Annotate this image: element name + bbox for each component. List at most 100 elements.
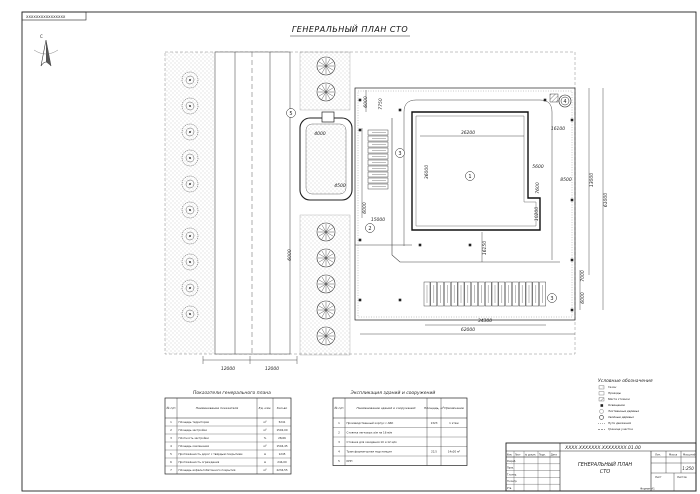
svg-text:1: 1	[468, 174, 471, 180]
table-cell: Плотность застройки	[179, 436, 210, 440]
dim-7750: 7750	[378, 98, 384, 110]
table-cell: КПП	[347, 459, 353, 463]
table-cell: Площадь территории	[179, 420, 210, 424]
deciduous-trees	[181, 71, 199, 323]
table-header: Наименование показателя	[196, 406, 239, 410]
deciduous-tree-icon	[181, 97, 199, 115]
stamp-format: Формат А1	[640, 487, 655, 491]
indicators-title: Показатели генерального плана	[193, 390, 271, 396]
dim-8500: 8500	[560, 177, 572, 183]
deciduous-tree-icon	[181, 123, 199, 141]
table-cell: 1245	[279, 452, 286, 456]
parking-space	[367, 141, 389, 148]
svg-text:4: 4	[563, 99, 566, 105]
table-cell: Протяжённость дорог с твёрдым покрытием	[179, 452, 243, 456]
legend-item: Освещение	[608, 403, 625, 407]
parking-space	[532, 281, 539, 307]
lamp-icon	[358, 238, 362, 242]
parking-space	[367, 171, 389, 178]
table-header: Площадь, м²	[424, 406, 445, 410]
table-cell: Трансформаторная подстанция	[346, 449, 393, 453]
main-building	[411, 111, 541, 231]
parking-space	[367, 165, 389, 172]
coniferous-tree-icon	[316, 248, 336, 268]
indicators-table: Показатели генерального плана № п/п Наиме…	[164, 390, 292, 475]
dim-6000-top: 6000	[363, 96, 369, 108]
coniferous-tree-icon	[316, 274, 336, 294]
marker-4: 4	[560, 96, 570, 106]
table-cell: 6	[170, 460, 172, 464]
coniferous-tree-icon	[316, 82, 336, 102]
dim-10200: 10200	[534, 207, 540, 221]
table-cell: 5	[170, 452, 172, 456]
stamp-title-1: ГЕНЕРАЛЬНЫЙ ПЛАН	[578, 461, 633, 468]
table-cell: Площадь застройки	[179, 428, 208, 432]
dim-36000: 36000	[424, 165, 430, 179]
corner-stamp: XXXXXXXXXXXXXXXX	[26, 15, 66, 19]
parking-space	[444, 281, 451, 307]
corner-stamp-box	[21, 11, 87, 21]
legend-item: Места стоянки	[608, 397, 630, 401]
table-cell: м²	[263, 420, 266, 424]
dim-16150: 16150	[482, 241, 488, 255]
table-header: Кол-во	[277, 406, 288, 410]
stamp-head-cell: № докум.	[525, 454, 537, 457]
deciduous-tree-icon	[181, 279, 199, 297]
table-cell: 4	[338, 449, 340, 453]
site-fence	[354, 87, 576, 321]
legend-item: Лиственные деревья	[607, 409, 639, 413]
legend-symbol-icon	[599, 409, 604, 414]
legend-symbol-icon	[598, 397, 605, 402]
table-cell: 2	[338, 430, 340, 434]
table-cell: 3	[170, 436, 172, 440]
dim-16100: 16100	[551, 126, 565, 132]
road	[214, 51, 291, 355]
svg-text:Листов: Листов	[677, 475, 687, 479]
table-cell: 244,00	[277, 460, 287, 464]
table-cell: Стоянка для ожидания 10 и 12 м/м	[347, 440, 397, 444]
marker-2: 2	[365, 223, 375, 233]
stamp-row-label: Пров.	[507, 467, 514, 470]
marker-3a: 3	[395, 148, 405, 158]
parking-space	[525, 281, 533, 307]
svg-text:Масштаб: Масштаб	[683, 453, 696, 457]
table-cell: %	[264, 436, 267, 440]
coniferous-tree-icon	[316, 56, 336, 76]
table-cell: Стоянка легковых а/м на 16 м/м	[347, 430, 393, 434]
svg-text:5: 5	[289, 111, 292, 117]
lamp-icon	[418, 243, 422, 247]
parking-space	[505, 281, 512, 307]
table-cell: м	[264, 452, 266, 456]
parking-space	[423, 281, 431, 307]
dim-61000: 61000	[603, 193, 609, 207]
table-cell: 1	[170, 420, 172, 424]
table-header: № п/п	[165, 406, 175, 410]
stamp-row-label: Разраб.	[507, 460, 516, 463]
north-arrow-icon: С	[33, 34, 59, 67]
coniferous-tree-icon	[316, 326, 336, 346]
stamp-row-label: Т.контр.	[507, 473, 517, 476]
legend-item: Хвойные деревья	[607, 415, 634, 419]
parking-space	[498, 281, 505, 307]
table-cell: м²	[263, 468, 266, 472]
deciduous-tree-icon	[181, 305, 199, 323]
lamp-icon	[570, 308, 574, 312]
table-cell: м	[264, 460, 266, 464]
marker-1: 1	[465, 171, 475, 181]
dim-road-right: 12000	[265, 366, 279, 372]
dim-4500: 4500	[334, 183, 346, 189]
dim-62000: 62000	[461, 327, 475, 333]
dim-34300: 34300	[478, 318, 492, 324]
table-cell: Протяжённость ограждения	[179, 460, 220, 464]
deciduous-tree-icon	[181, 175, 199, 193]
deciduous-tree-icon	[181, 149, 199, 167]
legend-symbol-icon	[600, 404, 604, 407]
lamp-icon	[398, 108, 402, 112]
table-cell: 22,5	[431, 449, 437, 453]
svg-text:С: С	[40, 34, 43, 39]
dim-13000: 13000	[589, 173, 595, 187]
legend-item: Газон	[608, 385, 616, 389]
